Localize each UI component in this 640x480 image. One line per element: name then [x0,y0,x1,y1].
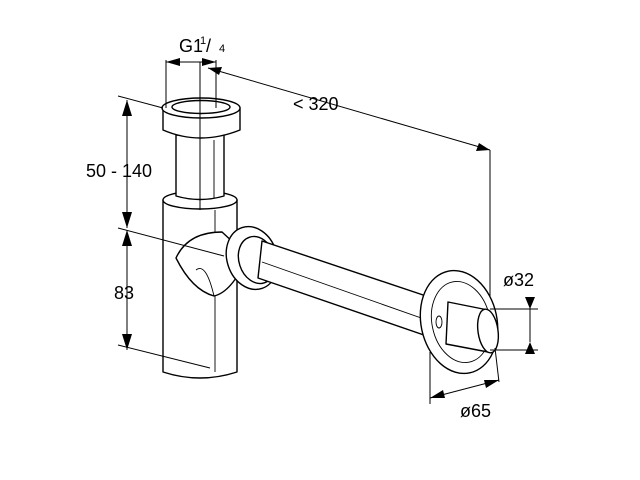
dimension-pipe-diameter: ø32 [490,270,538,354]
dimension-thread: G1 1 / 4 [165,35,225,210]
thread-label-sub: 4 [219,43,225,55]
pipe-diameter-label: ø32 [503,270,534,290]
union-nut [161,97,241,139]
wall-rosette [419,269,500,375]
height-range-label: 50 - 140 [86,161,152,181]
length-label: < 320 [293,94,339,114]
rosette-diameter-label: ø65 [460,401,491,421]
thread-label-sup: 1 [200,35,206,47]
dimension-height-fixed: 83 [114,227,225,369]
dimension-length: < 320 [207,67,491,296]
dimension-height-range: 50 - 140 [86,95,164,228]
thread-fraction-slash: / [206,36,211,56]
height-fixed-label: 83 [114,283,134,303]
dimension-rosette-diameter: ø65 [429,347,500,421]
thread-label-main: G1 [179,36,203,56]
